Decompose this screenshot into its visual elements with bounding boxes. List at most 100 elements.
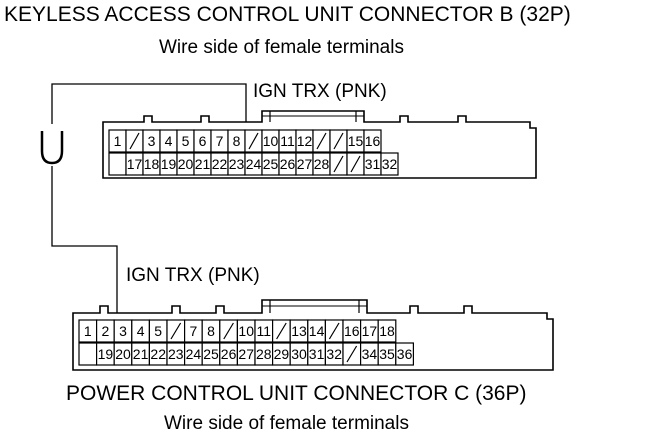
connector-c-terminal: 3	[113, 319, 133, 343]
connector-c-pin-number: 16	[344, 323, 360, 339]
connector-c-terminal: 19	[95, 342, 115, 366]
connector-b-pin-number: 1	[114, 133, 122, 149]
connector-c-terminal: 22	[148, 342, 168, 366]
unused-terminal-slash	[276, 322, 287, 340]
connector-c-pin-number: 32	[326, 346, 342, 362]
connector-b-terminal: 17	[125, 152, 144, 176]
connector-c-pin-number: 4	[137, 323, 145, 339]
unused-terminal-slash	[328, 322, 340, 340]
connector-c-terminal: 16	[342, 319, 362, 343]
connector-c-pin-number: 3	[119, 323, 127, 339]
connector-b-pin-number: 27	[297, 156, 313, 172]
connector-c-pin-number: 14	[309, 323, 325, 339]
connector-b-pin-number: 26	[280, 156, 296, 172]
connector-b-terminal: 3	[142, 129, 161, 153]
connector-c-pin-number: 23	[168, 346, 184, 362]
unused-terminal-slash	[333, 132, 344, 150]
connector-c-pin-number: 5	[154, 323, 162, 339]
connector-c-terminal: 36	[395, 342, 414, 366]
connector-c-terminal: 20	[113, 342, 133, 366]
connector-c-pin-number: 28	[256, 346, 272, 362]
connector-c-pin-number: 31	[309, 346, 325, 362]
connector-c-terminal: 8	[201, 319, 221, 343]
connector-b-terminal: 8	[227, 129, 246, 153]
connector-c-terminal: 11	[254, 319, 274, 343]
connector-b-pin-number: 24	[246, 156, 262, 172]
connector-b-pin-number: 21	[195, 156, 211, 172]
wire-lower	[51, 166, 118, 320]
connector-c-terminal: 7	[184, 319, 203, 343]
connector-b-pin-number: 11	[280, 133, 295, 149]
connector-c-pin-number: 20	[115, 346, 131, 362]
unused-terminal-slash	[333, 155, 344, 173]
connector-b-terminal	[244, 129, 263, 153]
connector-b-pin-number: 31	[365, 156, 381, 172]
connector-c-terminal: 28	[254, 342, 274, 366]
connector-b-terminal: 16	[363, 129, 382, 153]
connector-c-terminal: 18	[377, 319, 397, 343]
connector-b-pin-number: 10	[263, 133, 279, 149]
connector-b-pin-number: 15	[348, 133, 364, 149]
connector-b-terminal: 27	[295, 152, 314, 176]
connector-c-pin-number: 22	[150, 346, 166, 362]
connector-c-terminal: 14	[307, 319, 326, 343]
unused-terminal-slash	[223, 322, 234, 340]
connector-c-pin-number: 8	[207, 323, 215, 339]
connector-c-terminal	[78, 342, 98, 366]
connector-c-terminal: 5	[148, 319, 168, 343]
connector-b-terminal	[329, 152, 348, 176]
connector-b-terminal: 22	[210, 152, 229, 176]
connector-b-pin-number: 8	[233, 133, 241, 149]
connector-b-pin-number: 23	[229, 156, 245, 172]
connector-b-terminal: 21	[193, 152, 212, 176]
connector-c-terminal	[272, 319, 291, 343]
connector-b-terminal: 5	[176, 129, 195, 153]
connector-b-terminal: 11	[278, 129, 297, 153]
connector-b-terminal: 23	[227, 152, 246, 176]
connector-c-pin-number: 21	[133, 346, 149, 362]
connector-c-pin-number: 27	[238, 346, 254, 362]
unused-terminal-slash	[350, 155, 361, 173]
connector-b-terminal: 7	[210, 129, 229, 153]
connector-b-pin-number: 28	[314, 156, 330, 172]
connector-b-terminal: 12	[295, 129, 314, 153]
connector-b-terminal: 1	[108, 129, 127, 153]
connector-c-pin-number: 35	[379, 346, 395, 362]
connector-c-terminal	[166, 319, 186, 343]
connector-b-terminal: 26	[278, 152, 297, 176]
connector-b-terminal	[125, 129, 144, 153]
connector-b-pin-number: 3	[148, 133, 156, 149]
connector-c-pin-number: 11	[257, 323, 272, 339]
connector-c-terminal: 13	[289, 319, 309, 343]
connector-b-terminal: 10	[261, 129, 280, 153]
connector-b-subtitle: Wire side of female terminals	[159, 37, 404, 58]
connector-b-pin-number: 5	[182, 133, 190, 149]
connector-b-terminal: 18	[142, 152, 161, 176]
connector-b-terminal: 24	[244, 152, 263, 176]
connector-c-pin-number: 25	[203, 346, 219, 362]
connector-c-pin-number: 34	[362, 346, 378, 362]
connector-b-pin-number: 32	[382, 156, 398, 172]
connector-c-terminal: 21	[131, 342, 151, 366]
connector-b-pin-number: 25	[263, 156, 279, 172]
connector-c-pin-number: 19	[98, 346, 114, 362]
connector-b-terminal: 28	[312, 152, 331, 176]
connector-c-terminal: 17	[360, 319, 379, 343]
connector-c-terminal: 30	[289, 342, 309, 366]
connector-c-pin-number: 17	[362, 323, 378, 339]
connector-c-terminal: 2	[95, 319, 115, 343]
connector-c-terminal: 10	[236, 319, 256, 343]
connector-c-terminal: 24	[184, 342, 203, 366]
connector-b-wire-label: IGN TRX (PNK)	[253, 81, 387, 102]
connector-c-terminal: 27	[236, 342, 256, 366]
connector-b-terminal: 4	[159, 129, 178, 153]
connection-u-icon	[40, 131, 64, 165]
connector-c-pin-number: 24	[186, 346, 202, 362]
connector-b-terminal: 15	[346, 129, 365, 153]
connector-c-terminal: 1	[78, 319, 98, 343]
connector-c-pin-number: 36	[397, 346, 413, 362]
connector-b-terminal: 19	[159, 152, 178, 176]
